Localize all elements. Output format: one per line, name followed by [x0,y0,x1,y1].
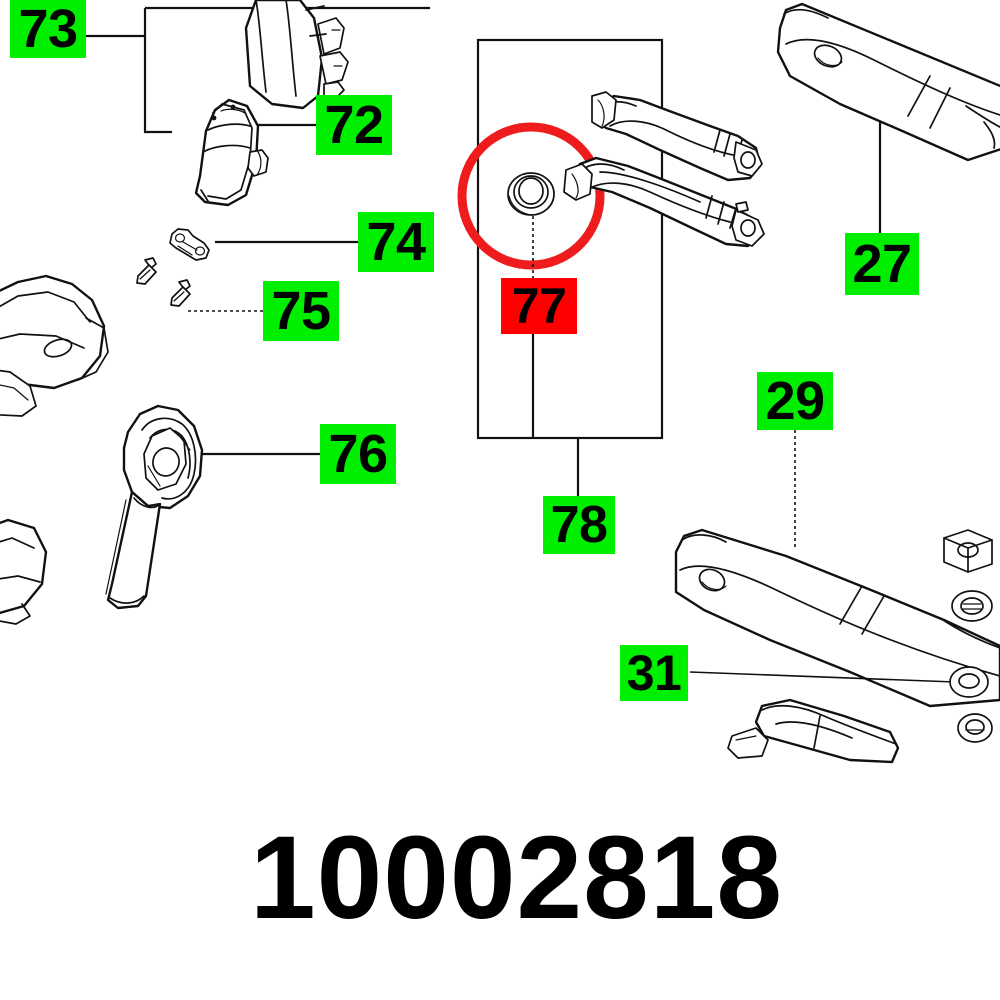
callout-78-label: 78 [550,496,608,554]
part-31-washers [689,666,993,743]
part-72-switch-housing [194,98,316,207]
callout-74-label: 74 [366,212,426,272]
callout-74[interactable]: 74 [358,212,434,272]
callout-76-label: 76 [328,424,388,484]
callout-75-label: 75 [271,281,331,341]
callout-27[interactable]: 27 [845,233,919,295]
part-74-link-lever [169,228,358,261]
part-27-upper-tube-arm [776,2,1000,233]
part-73-switch-assembly [86,0,430,134]
callout-72[interactable]: 72 [316,95,392,155]
part-number-caption: 10002818 [250,812,784,944]
callout-78[interactable]: 78 [543,496,615,554]
part-29-lower-tube-arm [674,430,1000,708]
callout-73-label: 73 [18,0,78,59]
callout-73[interactable]: 73 [10,0,86,58]
callout-29[interactable]: 29 [757,372,833,430]
left-edge-housing-parts [0,274,109,625]
callout-77[interactable]: 77 [501,278,577,334]
callout-75[interactable]: 75 [263,281,339,341]
part-77-washer-ring [507,172,555,278]
callout-29-label: 29 [765,371,825,431]
part-75-screws [136,257,263,312]
callout-77-label: 77 [511,278,567,334]
callout-31[interactable]: 31 [620,645,688,701]
callout-27-label: 27 [852,234,912,294]
part-78-handle-levers [563,91,765,248]
callout-31-label: 31 [626,645,682,701]
part-76-handle-yoke [105,404,320,610]
red-circle-highlight [457,122,605,270]
callout-76[interactable]: 76 [320,424,396,484]
bottom-bracket-plate [727,698,900,764]
callout-72-label: 72 [324,95,384,155]
